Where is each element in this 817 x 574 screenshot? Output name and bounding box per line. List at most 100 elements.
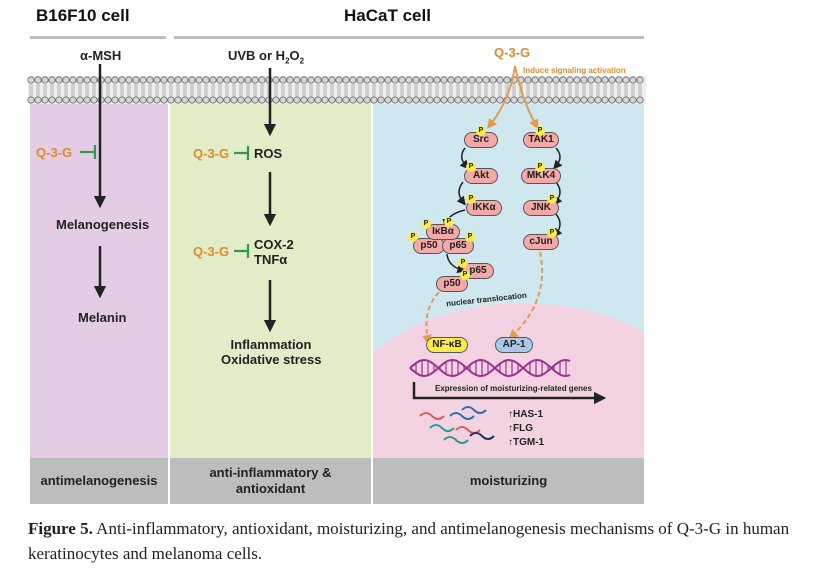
lipid-head <box>293 96 301 104</box>
lipid-head <box>69 76 77 84</box>
lipid-tail <box>106 84 110 96</box>
phospho-badge: P <box>466 162 476 172</box>
lipid-tail <box>442 84 446 96</box>
lipid-head <box>559 96 567 104</box>
p65-protein: p65 <box>442 238 474 254</box>
lipid-head <box>188 96 196 104</box>
lipid-tail <box>274 84 278 96</box>
lipid-head <box>531 96 539 104</box>
lipid-tail <box>491 84 495 96</box>
lipid-head <box>461 76 469 84</box>
lipid-head <box>167 96 175 104</box>
lipid-head <box>300 76 308 84</box>
lipid-head <box>181 76 189 84</box>
ikb-alpha-protein: IκBα <box>426 224 460 240</box>
lipid-tail <box>323 84 327 96</box>
lipid-head <box>454 76 462 84</box>
ros-label: ROS <box>254 146 283 161</box>
lipid-tail <box>344 84 348 96</box>
oxidative-stress-label: Oxidative stress <box>221 352 322 367</box>
lipid-head <box>251 76 259 84</box>
lipid-head <box>559 76 567 84</box>
h2-subscript: 2 <box>285 56 290 66</box>
lipid-tail <box>43 84 47 96</box>
lipid-tail <box>211 84 215 96</box>
lipid-head <box>279 76 287 84</box>
lipid-head <box>328 76 336 84</box>
lipid-head <box>76 76 84 84</box>
lipid-head <box>76 96 84 104</box>
lipid-head <box>321 76 329 84</box>
lipid-head <box>419 96 427 104</box>
lipid-head <box>545 76 553 84</box>
lipid-tail <box>64 84 68 96</box>
lipid-head <box>258 76 266 84</box>
lipid-head <box>202 76 210 84</box>
src-to-akt-arrow <box>459 147 469 170</box>
lipid-head <box>321 96 329 104</box>
lipid-head <box>482 76 490 84</box>
caption-text: Anti-inflammatory, antioxidant, moisturi… <box>28 519 790 563</box>
tak1-to-mkk4-arrow <box>553 147 563 170</box>
lipid-tail <box>120 84 124 96</box>
lipid-head <box>174 76 182 84</box>
lipid-tail <box>218 84 222 96</box>
lipid-tail <box>36 84 40 96</box>
lipid-head <box>482 96 490 104</box>
lipid-tail <box>50 84 54 96</box>
lipid-head <box>496 76 504 84</box>
q3g-label-left: Q-3-G <box>36 145 73 160</box>
lipid-tail <box>358 84 362 96</box>
lipid-tail <box>351 84 355 96</box>
lipid-head <box>209 76 217 84</box>
lipid-head <box>279 96 287 104</box>
caption-label: Figure 5. <box>28 519 93 538</box>
flg-gene: ↑FLG <box>508 423 533 434</box>
lipid-head <box>587 76 595 84</box>
lipid-head <box>426 96 434 104</box>
lipid-head <box>62 76 70 84</box>
lipid-tail <box>57 84 61 96</box>
lipid-tail <box>337 84 341 96</box>
lipid-tail <box>92 84 96 96</box>
phospho-badge: P <box>444 217 454 227</box>
lipid-head <box>468 76 476 84</box>
lipid-tail <box>330 84 334 96</box>
lipid-tail <box>603 84 607 96</box>
lipid-tail <box>414 84 418 96</box>
phospho-badge: P <box>458 258 468 268</box>
lipid-tail <box>582 84 586 96</box>
lipid-tail <box>498 84 502 96</box>
lipid-head <box>146 76 154 84</box>
lipid-tail <box>533 84 537 96</box>
lipid-head <box>90 76 98 84</box>
b16f10-header-line <box>30 36 166 39</box>
lipid-head <box>398 96 406 104</box>
lipid-tail <box>309 84 313 96</box>
akt-to-ikk-arrow <box>456 181 466 206</box>
lipid-head <box>433 76 441 84</box>
lipid-tail <box>113 84 117 96</box>
lipid-head <box>510 96 518 104</box>
lipid-head <box>552 76 560 84</box>
lipid-head <box>342 96 350 104</box>
lipid-tail <box>470 84 474 96</box>
lipid-head <box>349 96 357 104</box>
o-text: O <box>289 48 300 63</box>
lipid-head <box>349 76 357 84</box>
lipid-head <box>363 76 371 84</box>
lipid-tail <box>295 84 299 96</box>
o2-subscript: 2 <box>299 56 305 66</box>
lipid-head <box>160 96 168 104</box>
lipid-head <box>223 96 231 104</box>
lipid-head <box>601 76 609 84</box>
lipid-tail <box>204 84 208 96</box>
lipid-head <box>125 96 133 104</box>
lipid-tail <box>316 84 320 96</box>
lipid-tail <box>638 84 642 96</box>
lipid-head <box>622 76 630 84</box>
lipid-head <box>489 76 497 84</box>
ikk-alpha-protein: IKKα <box>466 200 502 216</box>
lipid-head <box>300 96 308 104</box>
lipid-tail <box>428 84 432 96</box>
